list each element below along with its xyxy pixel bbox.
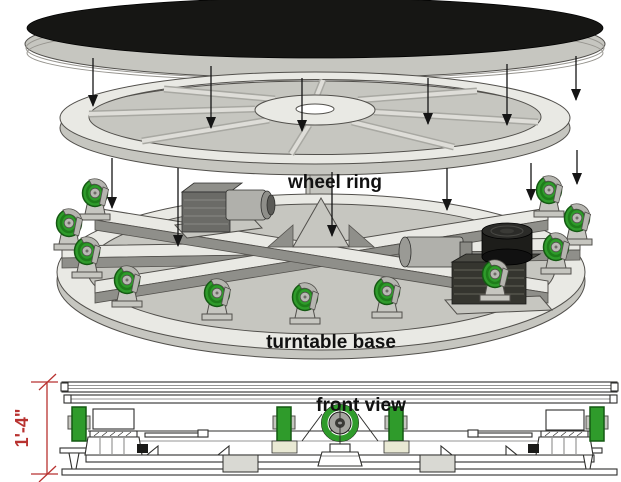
turntable-base bbox=[52, 174, 594, 360]
ring-spokes bbox=[88, 78, 539, 156]
caster bbox=[370, 275, 404, 320]
fv-pedestal bbox=[383, 440, 410, 454]
fv-left-motor-assembly bbox=[84, 408, 209, 456]
fv-center-caster bbox=[301, 404, 379, 467]
height-dimension: 1'-4" bbox=[12, 373, 58, 482]
fv-pedestal bbox=[271, 440, 298, 454]
motor-body bbox=[225, 189, 267, 221]
ring-hub-hole bbox=[295, 103, 335, 115]
front-view: 1'-4" bbox=[12, 373, 619, 482]
caster bbox=[78, 177, 112, 222]
height-dimension-label: 1'-4" bbox=[12, 409, 32, 448]
caster bbox=[288, 281, 322, 326]
fv-motor-box bbox=[545, 409, 585, 431]
caster bbox=[532, 174, 566, 219]
fv-floor-block bbox=[222, 454, 259, 473]
fv-green-wheel bbox=[67, 406, 91, 442]
wheel-ring bbox=[59, 71, 571, 176]
gearbox bbox=[181, 191, 231, 233]
left-drive-motor bbox=[173, 182, 276, 239]
caster bbox=[70, 235, 104, 280]
front-view-label: front view bbox=[316, 395, 406, 416]
fv-black-block bbox=[137, 444, 148, 453]
fv-floor-block bbox=[419, 454, 456, 473]
wheel-ring-label: wheel ring bbox=[287, 172, 382, 193]
caster bbox=[539, 231, 573, 276]
fv-top-plate bbox=[61, 381, 618, 393]
right-drive-motor bbox=[398, 222, 554, 315]
fv-base-plate bbox=[61, 468, 618, 476]
fv-left-ibeam bbox=[59, 447, 88, 470]
fv-green-wheel bbox=[272, 406, 296, 442]
fv-green-wheel bbox=[585, 406, 609, 442]
turntable-base-label: turntable base bbox=[266, 332, 396, 353]
turntable-top-disc bbox=[24, 0, 606, 82]
fv-black-block bbox=[528, 444, 539, 453]
fv-right-motor-assembly bbox=[467, 409, 594, 456]
caster bbox=[110, 264, 144, 309]
drive-caster bbox=[478, 258, 512, 303]
assembly-arrows bbox=[88, 56, 582, 247]
disc-top-surface bbox=[26, 0, 604, 59]
fv-motor-box bbox=[92, 408, 135, 430]
caster bbox=[200, 277, 234, 322]
ring-band bbox=[59, 71, 571, 165]
